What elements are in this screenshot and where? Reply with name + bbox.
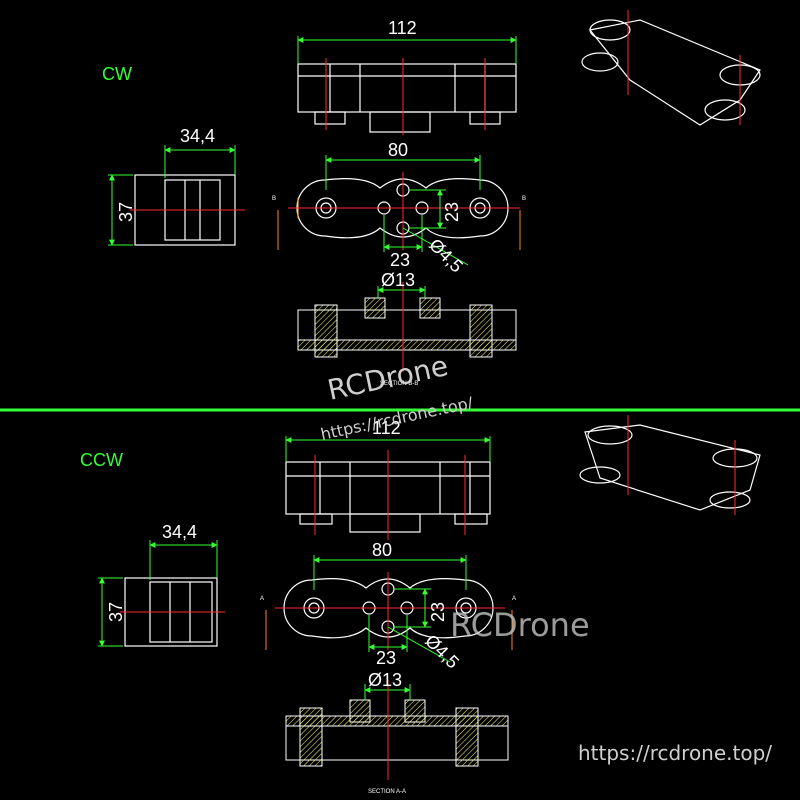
ccw-isometric-view <box>579 424 761 511</box>
ccw-width-text: 34,4 <box>162 522 197 542</box>
cw-front-centerlines <box>325 58 486 135</box>
cw-section-markers <box>277 210 521 250</box>
cw-isometric-centerlines <box>627 10 741 125</box>
cw-section-mark-left: B <box>272 196 276 202</box>
cw-width-dimension <box>164 145 236 178</box>
ccw-length-dimension <box>285 436 491 462</box>
cw-hole-x-text: 23 <box>390 250 410 270</box>
cw-isometric-view <box>581 19 761 126</box>
cw-length-text: 112 <box>388 18 417 38</box>
ccw-height-dimension <box>98 577 123 647</box>
watermark-brand-right: RCDrone <box>450 606 590 644</box>
ccw-section-mark-left: A <box>260 596 264 602</box>
cw-front-view <box>297 63 517 133</box>
ccw-length-text: 112 <box>372 418 401 438</box>
cw-height-text: 37 <box>116 202 136 222</box>
cw-label: CW <box>102 64 132 84</box>
ccw-hole-y-text: 23 <box>428 602 448 622</box>
cw-section-view <box>297 297 517 358</box>
ccw-width-dimension <box>149 540 218 580</box>
ccw-isometric-centerlines <box>627 415 736 515</box>
cw-spacing-dimension <box>325 155 481 266</box>
cw-spacing-text: 80 <box>388 140 408 160</box>
cw-shaft-text: Ø13 <box>381 270 415 290</box>
watermark-url-bottom: https://rcdrone.top/ <box>578 741 772 765</box>
cw-section-title: SECTION B-B <box>380 381 418 387</box>
ccw-spacing-text: 80 <box>372 540 392 560</box>
cw-section-mark-right: B <box>522 196 526 202</box>
ccw-height-text: 37 <box>106 602 126 622</box>
ccw-plan-centerlines <box>275 572 505 650</box>
cw-plan-centerlines <box>288 172 520 250</box>
ccw-section-markers <box>265 610 513 650</box>
watermark-brand-center: RCDrone <box>325 349 451 407</box>
ccw-section-view <box>285 699 509 767</box>
ccw-spacing-dimension <box>313 555 467 663</box>
cw-hole-dia-text: Ø4,5 <box>425 235 467 277</box>
cw-width-text: 34,4 <box>180 126 215 146</box>
ccw-label: CCW <box>80 450 123 470</box>
ccw-section-mark-right: A <box>512 596 516 602</box>
ccw-shaft-text: Ø13 <box>368 670 402 690</box>
ccw-section-title: SECTION A-A <box>368 789 406 795</box>
ccw-front-centerlines <box>314 450 466 540</box>
cw-length-dimension <box>297 36 517 64</box>
cw-height-dimension <box>108 174 133 246</box>
cw-shaft-dimension <box>377 286 426 298</box>
cw-hole-y-text: 23 <box>442 202 462 222</box>
ccw-hole-x-text: 23 <box>376 648 396 668</box>
